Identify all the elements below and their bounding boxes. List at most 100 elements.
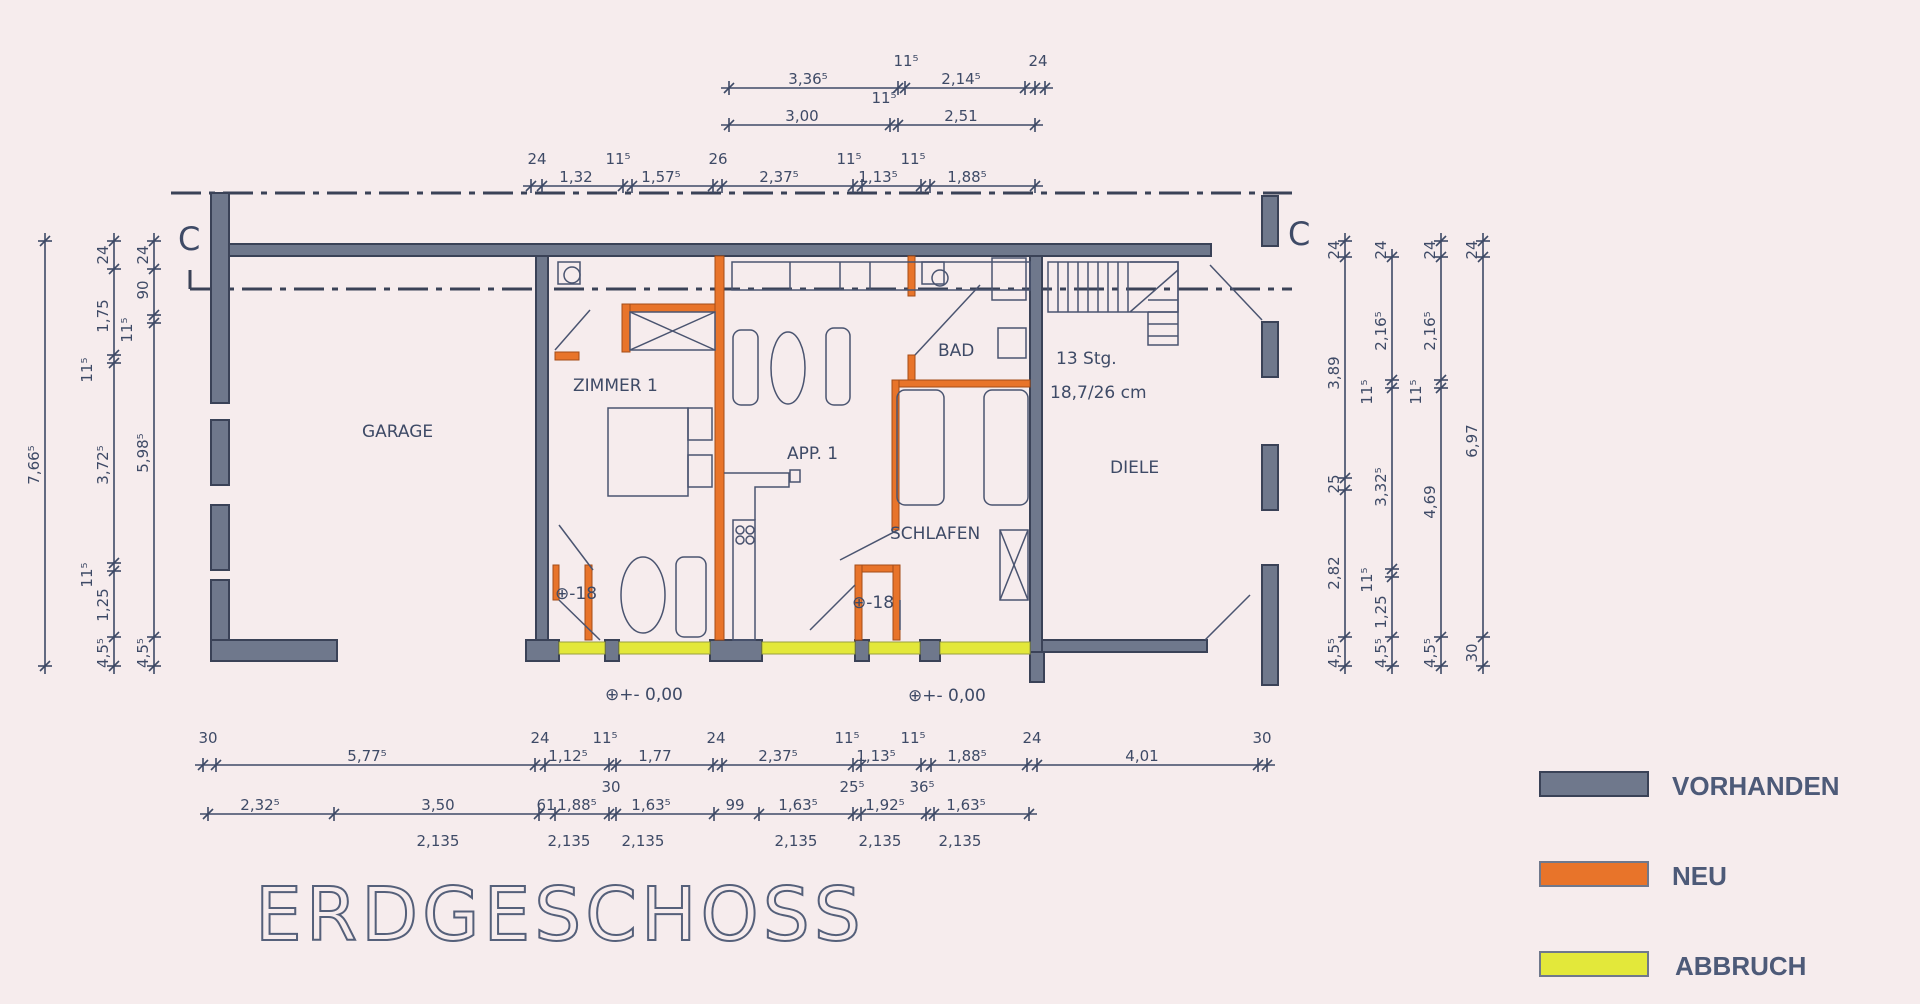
room-labels: GARAGE ZIMMER 1 APP. 1 BAD 13 Stg. 18,7/… xyxy=(362,341,1159,706)
dimension-label: 3,36⁵ xyxy=(788,70,827,88)
dimension-label: 1,75 xyxy=(94,299,112,332)
dimension-label: 2,37⁵ xyxy=(759,168,798,186)
dimension-label: 1,77 xyxy=(638,747,671,765)
room-label-diele: DIELE xyxy=(1110,458,1159,478)
walls-new xyxy=(552,255,1031,641)
dimension-label: 1,13⁵ xyxy=(858,168,897,186)
stairs-count: 13 Stg. xyxy=(1056,349,1117,369)
dimension-label: 1,92⁵ xyxy=(865,796,904,814)
legend-label-existing: VORHANDEN xyxy=(1672,771,1840,801)
dimension-label: 2,82 xyxy=(1325,556,1343,589)
dimension-label: 1,88⁵ xyxy=(947,168,986,186)
dimension-label: 11⁵ xyxy=(1407,379,1425,404)
section-lines: C C xyxy=(171,191,1310,291)
dimension-label: 24 xyxy=(1463,240,1481,259)
dimension-label: 1,63⁵ xyxy=(778,796,817,814)
room-label-zimmer: ZIMMER 1 xyxy=(573,376,658,396)
dimension-label: 5,77⁵ xyxy=(347,747,386,765)
dimension-label: 61 xyxy=(536,796,555,814)
dimension-label: 11⁵ xyxy=(592,729,617,747)
dimension-label: 24 xyxy=(530,729,549,747)
dimension-label: 24 xyxy=(94,245,112,264)
legend-label-new: NEU xyxy=(1672,861,1727,891)
dimension-lines: 3,36⁵11⁵2,14⁵243,0011⁵2,51241,3211⁵1,57⁵… xyxy=(25,52,1490,850)
dimension-label: 1,88⁵ xyxy=(557,796,596,814)
dimension-label: 3,89 xyxy=(1325,356,1343,389)
dimension-label: 24 xyxy=(706,729,725,747)
dimension-label: 11⁵ xyxy=(118,317,136,342)
dimension-label: 11⁵ xyxy=(605,150,630,168)
door-height-label: 2,135 xyxy=(859,832,902,850)
level-entry-left: ⊕+- 0,00 xyxy=(605,685,683,705)
dimension-label: 24 xyxy=(527,150,546,168)
dimension-label: 1,88⁵ xyxy=(947,747,986,765)
floor-title: ERDGESCHOSS xyxy=(255,872,865,958)
door-height-label: 2,135 xyxy=(548,832,591,850)
dimension-label: 30 xyxy=(601,778,620,796)
dimension-label: 3,32⁵ xyxy=(1372,467,1390,506)
legend: VORHANDEN NEU ABBRUCH xyxy=(1539,771,1840,981)
room-label-schlafen: SCHLAFEN xyxy=(890,524,980,544)
dimension-label: 1,25 xyxy=(94,588,112,621)
dimension-label: 4,5⁵ xyxy=(1421,638,1439,668)
walls-demolition xyxy=(558,641,1031,655)
dimension-label: 24 xyxy=(1421,240,1439,259)
dimension-label: 1,63⁵ xyxy=(631,796,670,814)
fixtures xyxy=(554,257,1263,641)
dimension-label: 25⁵ xyxy=(839,778,864,796)
dimension-label: 30 xyxy=(198,729,217,747)
dimension-label: 90 xyxy=(134,280,152,299)
dimension-label: 26 xyxy=(708,150,727,168)
dimension-label: 4,5⁵ xyxy=(1325,638,1343,668)
room-label-garage: GARAGE xyxy=(362,422,433,442)
legend-swatch-demolition xyxy=(1539,951,1649,977)
dimension-label: 11⁵ xyxy=(900,729,925,747)
dimension-label: 5,98⁵ xyxy=(134,433,152,472)
stairs-ratio: 18,7/26 cm xyxy=(1050,383,1147,403)
dimension-label: 1,63⁵ xyxy=(946,796,985,814)
dimension-label: 2,14⁵ xyxy=(941,70,980,88)
door-height-label: 2,135 xyxy=(939,832,982,850)
dimension-label: 1,13⁵ xyxy=(856,747,895,765)
dimension-label: 24 xyxy=(134,245,152,264)
section-mark-right: C xyxy=(1288,215,1310,253)
dimension-label: 11⁵ xyxy=(836,150,861,168)
dimension-label: 11⁵ xyxy=(834,729,859,747)
room-label-app: APP. 1 xyxy=(787,444,838,464)
dimension-label: 11⁵ xyxy=(1358,567,1376,592)
dimension-label: 3,50 xyxy=(421,796,454,814)
dimension-label: 11⁵ xyxy=(893,52,918,70)
legend-swatch-existing xyxy=(1539,771,1649,797)
level-mark-mid: ⊕-18 xyxy=(852,593,894,613)
dimension-label: 4,5⁵ xyxy=(134,638,152,668)
dimension-label: 30 xyxy=(1463,643,1481,662)
dimension-label: 4,5⁵ xyxy=(94,638,112,668)
walls-existing xyxy=(210,192,1279,686)
dimension-label: 1,25 xyxy=(1372,595,1390,628)
dimension-label: 4,69 xyxy=(1421,485,1439,518)
dimension-label: 2,37⁵ xyxy=(758,747,797,765)
dimension-label: 3,72⁵ xyxy=(94,445,112,484)
dimension-label: 11⁵ xyxy=(1358,379,1376,404)
staircase xyxy=(1047,261,1179,346)
dimension-label: 7,66⁵ xyxy=(25,445,43,484)
dimension-label: 1,12⁵ xyxy=(548,747,587,765)
door-height-label: 2,135 xyxy=(775,832,818,850)
dimension-label: 11⁵ xyxy=(871,89,896,107)
dimension-label: 36⁵ xyxy=(909,778,934,796)
dimension-label: 24 xyxy=(1372,240,1390,259)
dimension-label: 2,16⁵ xyxy=(1421,311,1439,350)
legend-label-demolition: ABBRUCH xyxy=(1675,951,1806,981)
dimension-label: 2,16⁵ xyxy=(1372,311,1390,350)
dimension-label: 3,00 xyxy=(785,107,818,125)
dimension-label: 2,51 xyxy=(944,107,977,125)
dimension-label: 24 xyxy=(1028,52,1047,70)
dimension-label: 11⁵ xyxy=(78,562,96,587)
dimension-label: 1,32 xyxy=(559,168,592,186)
dimension-label: 6,97 xyxy=(1463,424,1481,457)
level-mark-left: ⊕-18 xyxy=(555,584,597,604)
room-label-bad: BAD xyxy=(938,341,974,361)
dimension-label: 30 xyxy=(1252,729,1271,747)
door-height-label: 2,135 xyxy=(417,832,460,850)
